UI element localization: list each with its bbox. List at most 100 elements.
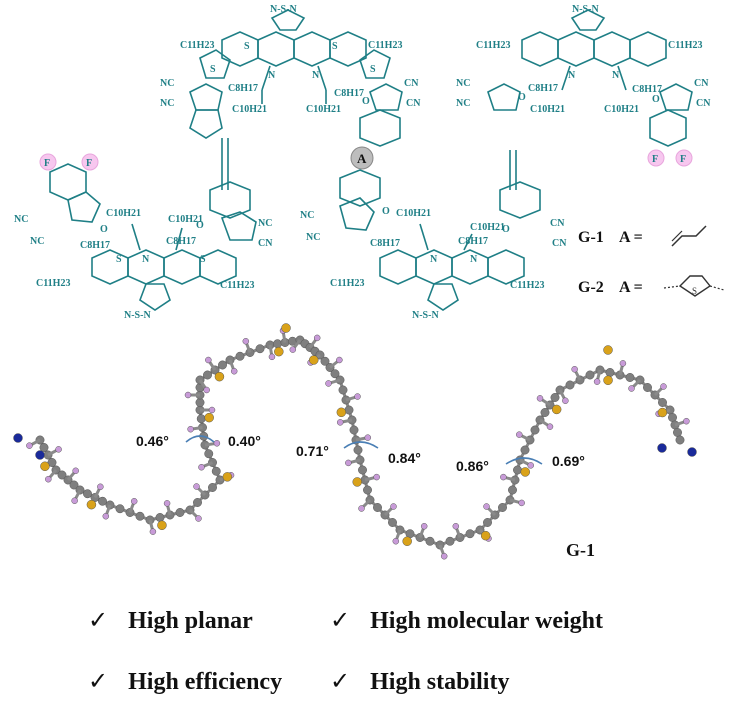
nitrogen-atom <box>13 433 23 443</box>
hydrogen-atom <box>102 512 110 520</box>
sulfur-atom <box>603 375 613 386</box>
hydrogen-atom <box>420 523 428 530</box>
hydrogen-atom <box>205 356 212 364</box>
hydrogen-atom <box>390 503 397 510</box>
hydrogen-atom <box>313 334 321 342</box>
oxygen-label: O <box>100 224 108 235</box>
carbon-atom <box>98 496 107 506</box>
hydrogen-atom <box>483 503 490 510</box>
carbon-atom <box>358 465 367 475</box>
nitrogen-label: N <box>470 254 478 265</box>
carbon-atom <box>353 445 363 455</box>
alkyl-label: C11H23 <box>668 40 702 51</box>
cn-label: CN <box>552 238 567 249</box>
hydrogen-atom <box>325 380 332 387</box>
rotation-arrow-icon <box>343 441 379 449</box>
carbon-atom <box>204 449 214 459</box>
carbon-atom <box>540 408 550 417</box>
nc-label: NC <box>160 98 174 109</box>
checkmark-icon: ✓ <box>88 667 109 695</box>
carbon-atom <box>675 435 685 445</box>
carbon-atom <box>373 503 382 512</box>
hydrogen-atom <box>336 419 344 426</box>
hydrogen-atom <box>130 498 138 505</box>
nc-label: NC <box>160 78 174 89</box>
sulfur-atom <box>657 407 668 418</box>
hydrogen-atom <box>593 378 601 385</box>
carbon-atom <box>530 425 540 435</box>
hydrogen-atom <box>373 473 380 481</box>
carbon-atom <box>235 351 245 361</box>
carbon-atom <box>203 370 212 380</box>
rotation-arrow-icon <box>505 457 543 465</box>
hydrogen-atom <box>358 505 365 512</box>
alkyl-label: C10H21 <box>306 104 341 115</box>
hydrogen-atom <box>97 483 104 491</box>
carbon-atom <box>465 529 475 539</box>
hydrogen-atom <box>203 386 210 394</box>
alkyl-label: C10H21 <box>106 208 141 219</box>
carbon-atom <box>605 368 615 377</box>
hydrogen-atom <box>195 515 202 522</box>
sulfur-label: S <box>370 64 376 75</box>
fluorine-highlight <box>39 153 57 171</box>
nc-label: NC <box>14 214 28 225</box>
sulfur-label: S <box>244 41 250 52</box>
alkyl-label: C11H23 <box>36 278 70 289</box>
nc-label: NC <box>456 98 470 109</box>
alkyl-label: C8H17 <box>80 240 110 251</box>
carbon-atom <box>69 480 79 490</box>
nitrogen-label: N <box>312 70 320 81</box>
alkyl-label: C10H21 <box>232 104 267 115</box>
nc-label: NC <box>30 236 44 247</box>
sulfur-atom <box>86 499 97 510</box>
dihedral-angles: 0.46° 0.40° 0.71° 0.84° 0.86° 0.69° <box>136 433 585 474</box>
thiophene-link <box>663 285 681 289</box>
chemical-structure: N-S-N C11H23 C11H23 C8H17 C8H17 C10H21 C… <box>14 4 711 321</box>
left-top-core <box>199 9 391 104</box>
feature-text: High stability <box>370 669 510 695</box>
nitrogen-atom <box>657 443 667 453</box>
nitrogen-label: N <box>612 70 620 81</box>
angle-label: 0.40° <box>228 433 261 449</box>
hydrogen-atom <box>536 395 544 402</box>
a-node-label: A <box>357 151 367 166</box>
hydrogen-atom <box>213 440 221 447</box>
carbon-atom <box>208 483 217 492</box>
carbon-atom <box>513 465 522 475</box>
carbon-atom <box>330 369 340 379</box>
hydrogen-atom <box>45 475 52 483</box>
sulfur-atom <box>157 520 167 531</box>
feature-text: High efficiency <box>128 669 283 695</box>
alkyl-label: C8H17 <box>458 236 488 247</box>
carbon-atom <box>255 344 265 354</box>
sulfur-atom <box>222 472 233 482</box>
hydrogen-atom <box>336 356 343 364</box>
sulfur-atom <box>336 407 347 418</box>
hydrogen-atom <box>392 537 400 545</box>
carbon-atom <box>195 398 205 407</box>
sulfur-label: S <box>116 254 122 265</box>
hydrogen-atom <box>364 434 372 441</box>
nc-label: NC <box>306 232 320 243</box>
carbon-atom <box>211 466 221 476</box>
hydrogen-atom <box>163 500 171 507</box>
checkmark-icon: ✓ <box>330 667 351 695</box>
carbon-atom <box>445 536 455 546</box>
carbon-atom <box>338 385 348 395</box>
nitrogen-label: N <box>430 254 438 265</box>
legend: G-1 A = G-2 A = S <box>578 225 725 297</box>
sulfur-atom <box>214 371 225 382</box>
alkyl-label: C10H21 <box>604 104 639 115</box>
alkyl-label: C11H23 <box>510 280 544 291</box>
hydrogen-atom <box>268 353 276 361</box>
thiophene-s-label: S <box>692 286 697 296</box>
fluorine-highlight <box>675 149 693 167</box>
alkyl-label: C8H17 <box>334 88 364 99</box>
legend-g2-label: G-2 <box>578 279 604 296</box>
alkyl-label: C10H21 <box>168 214 203 225</box>
a-node <box>350 146 374 170</box>
hydrogen-atom <box>289 346 297 353</box>
sulfur-atom <box>551 404 562 415</box>
